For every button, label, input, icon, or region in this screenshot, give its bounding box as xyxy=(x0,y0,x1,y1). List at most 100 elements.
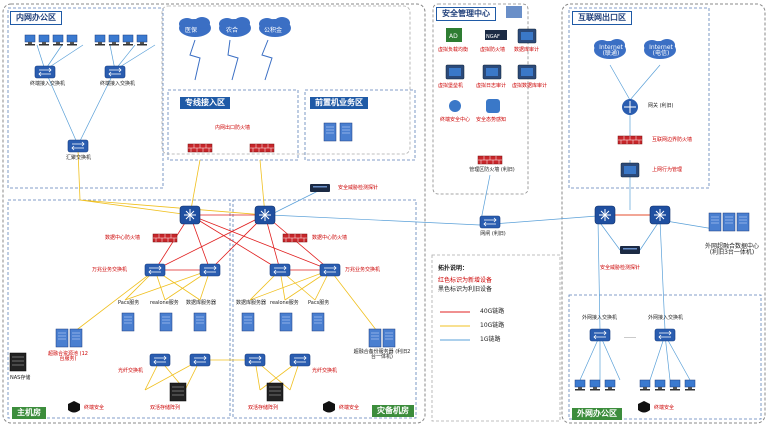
terminal-security-label-left: 终端安全 xyxy=(84,405,105,411)
access-switch-label-1: 终端接入交换机 xyxy=(30,81,66,87)
pacs-label-left: Pacs服务 xyxy=(118,300,140,306)
sec-item-7: 终端安全中心 xyxy=(440,117,471,123)
ext-hci-label: 外网超融合数据中心 (利旧3台一体机) xyxy=(704,243,759,256)
links-1g xyxy=(36,44,721,381)
dc-firewall-1 xyxy=(152,233,178,243)
legend-40g: 40G链路 xyxy=(480,308,505,315)
security-probe xyxy=(310,184,330,192)
sec-item-3: 数据库审计 xyxy=(514,47,540,53)
core-switch-1 xyxy=(179,205,201,225)
pacs-server-left xyxy=(121,312,135,332)
router-label: 网关 (利旧) xyxy=(648,103,674,109)
ellipsis-label: …… xyxy=(624,333,636,340)
storage-left xyxy=(169,382,187,402)
isp2-label: Internet (电信) xyxy=(649,44,673,57)
server-switch-4 xyxy=(319,263,341,277)
ext-access-switch-2 xyxy=(654,328,676,342)
hci-right-1 xyxy=(368,328,382,348)
server-switch-3 xyxy=(269,263,291,277)
dc-firewall-label-right: 数据中心防火墙 xyxy=(312,235,348,241)
zone-dedicated-access: 专线接入区 xyxy=(180,97,230,109)
zone-intranet-office: 内网办公区 xyxy=(10,11,62,25)
sec-item-1: 虚拟负载均衡 xyxy=(438,47,469,53)
zone-security-mgmt: 安全管理中心 xyxy=(436,7,496,21)
dc-firewall-2 xyxy=(282,233,308,243)
access-switch-2 xyxy=(104,65,126,79)
ext-access-switch-label-1: 外网接入交换机 xyxy=(582,315,618,321)
realone-label-right: realone服务 xyxy=(270,300,299,306)
server-switch-2 xyxy=(199,263,221,277)
terminal-security-label-right: 终端安全 xyxy=(339,405,360,411)
nas-label: NAS存储 xyxy=(10,375,31,381)
links-40g xyxy=(154,214,660,271)
isp1-label: Internet (联通) xyxy=(599,44,623,57)
fiber-switch-label-right: 光纤交换机 xyxy=(312,368,338,374)
zone-backup-room: 灾备机房 xyxy=(372,405,414,417)
internet-firewall xyxy=(617,135,643,145)
mgmt-fw-label: 管理区防火墙 (利旧) xyxy=(469,167,515,173)
ext-hci-1 xyxy=(708,212,722,232)
server-switch-label-right: 万兆业务交换机 xyxy=(345,267,381,273)
dedicated-fw-2 xyxy=(249,143,275,153)
legend-10g: 10G链路 xyxy=(480,322,505,329)
dc-firewall-label-left: 数据中心防火墙 xyxy=(105,235,141,241)
db-server-right xyxy=(241,312,255,332)
core-switch-2 xyxy=(254,205,276,225)
ext-probe-label: 安全威胁检测探针 xyxy=(600,265,641,271)
access-switch-1 xyxy=(34,65,56,79)
extranet-pcs xyxy=(574,379,696,391)
gateway-label: 网闸 (利旧) xyxy=(480,231,506,237)
hospital-label: 医保 xyxy=(185,27,198,34)
wan-bolts xyxy=(189,39,273,81)
terminal-security-label-ext: 终端安全 xyxy=(654,405,675,411)
storage-right xyxy=(266,382,284,402)
legend-1g: 1G链路 xyxy=(480,336,501,343)
hci-left-label: 超融合资源池 (12台服务) xyxy=(48,351,88,362)
internet-fw-label: 互联网边界防火墙 xyxy=(652,137,693,143)
db-server-label-right: 数据库服务器 xyxy=(236,300,267,306)
hci-right-2 xyxy=(382,328,396,348)
fiber-switch-1 xyxy=(149,353,171,367)
ext-access-switch-label-2: 外网接入交换机 xyxy=(648,315,684,321)
storage-left-label: 双活存储阵列 xyxy=(150,405,181,411)
security-probe-label: 安全威胁检测探针 xyxy=(338,185,379,191)
internet-behavior-mgmt xyxy=(620,162,640,178)
sec-item-5: 虚拟日志审计 xyxy=(476,83,507,89)
agriculture-label: 农合 xyxy=(226,27,239,34)
sec-item-4: 虚拟堡垒机 xyxy=(438,83,464,89)
hci-left-2 xyxy=(69,328,83,348)
ext-hci-3 xyxy=(736,212,750,232)
public-fund-label: 公积金 xyxy=(264,27,283,34)
zone-front-business: 前置机业务区 xyxy=(310,97,368,109)
svg-text:NGAF: NGAF xyxy=(486,34,500,40)
svg-text:AD: AD xyxy=(449,33,458,40)
dedicated-fw-1 xyxy=(187,143,213,153)
aggregation-switch-label: 汇聚交换机 xyxy=(66,155,92,161)
front-server-1 xyxy=(323,122,337,142)
hci-right-label: 超融合备份服务器 (利旧2台一体机) xyxy=(353,349,411,360)
shield-icon xyxy=(323,401,335,413)
fiber-switch-3 xyxy=(244,353,266,367)
realone-server-right xyxy=(279,312,293,332)
intranet-pcs xyxy=(24,34,148,46)
access-switch-label-2: 终端接入交换机 xyxy=(100,81,136,87)
gateway xyxy=(479,215,501,229)
intranet-exit-fw-label: 内网出口防火墙 xyxy=(215,125,251,131)
ext-access-switch-1 xyxy=(589,328,611,342)
fiber-switch-label-left: 光纤交换机 xyxy=(118,368,144,374)
legend-note-new: 红色标识为新增设备 xyxy=(438,277,493,284)
pacs-label-right: Pacs服务 xyxy=(308,300,330,306)
zone-main-room: 主机房 xyxy=(12,407,46,419)
db-server-left xyxy=(193,312,207,332)
aggregation-switch xyxy=(67,139,89,153)
security-center-icons: AD NGAF xyxy=(445,6,537,113)
front-server-2 xyxy=(339,122,353,142)
legend-title: 拓扑说明： xyxy=(438,265,469,272)
realone-label-left: realone服务 xyxy=(150,300,179,306)
zone-borders xyxy=(2,3,766,424)
sec-item-6: 虚拟数据库审计 xyxy=(512,83,548,89)
hci-left-1 xyxy=(55,328,69,348)
ext-core-2 xyxy=(649,205,671,225)
nas-storage xyxy=(9,352,27,372)
